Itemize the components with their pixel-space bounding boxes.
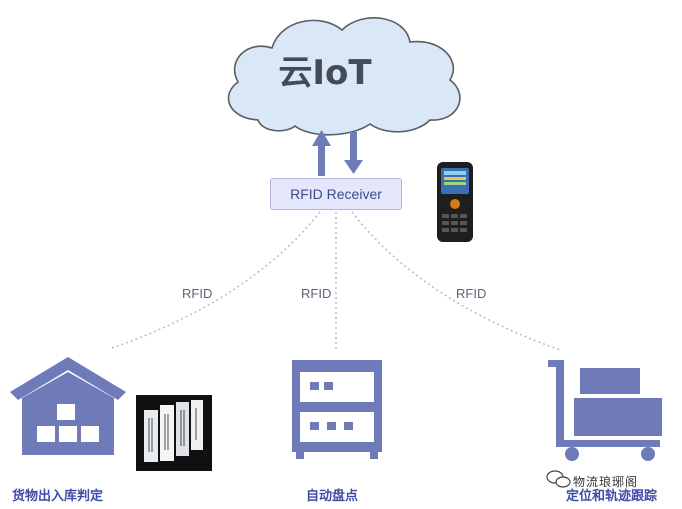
wechat-icon [546,470,571,488]
rfid-link-right [351,211,561,351]
cart-icon [548,360,662,461]
shelf-icon [292,360,382,459]
rfid-link-label-left: RFID [182,286,213,301]
warehouse-icon [10,357,126,455]
rfid-receiver-box: RFID Receiver [270,178,402,210]
downlink-arrow [344,132,363,174]
rfid-link-label-center: RFID [301,286,332,301]
rfid-tags-image [136,395,212,471]
uplink-arrow [312,130,331,176]
caption-inventory: 自动盘点 [306,489,359,504]
watermark-text: 物流琅琊阁 [573,475,639,489]
caption-warehouse: 货物出入库判定 [12,489,104,504]
cloud-title: 云IoT [278,53,372,93]
cloud-icon [227,17,461,136]
handheld-scanner-image [437,162,473,242]
rfid-link-label-right: RFID [456,286,487,301]
rfid-link-left [111,211,321,349]
caption-tracking: 定位和轨迹跟踪 [566,489,658,504]
